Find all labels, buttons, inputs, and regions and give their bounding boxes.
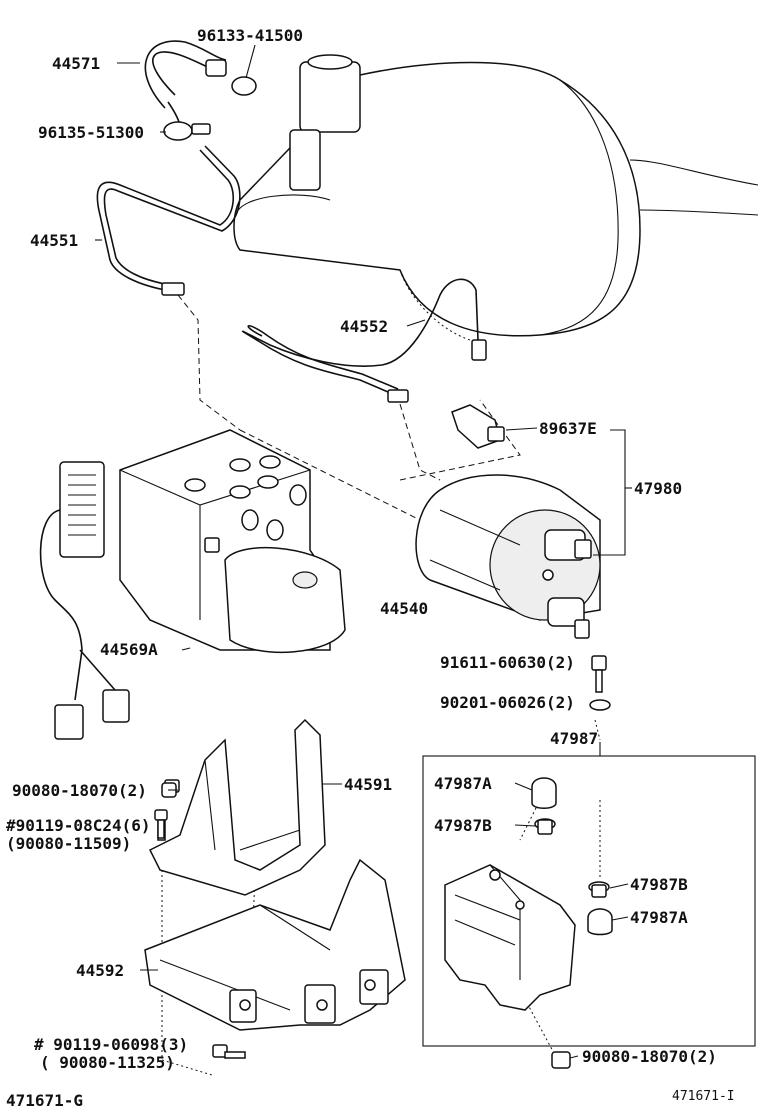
bracket-kit-47987-box — [422, 742, 756, 1047]
label-91611-60630: 91611-60630(2) — [440, 653, 575, 672]
bracket-44591 — [148, 718, 326, 896]
label-47987a-top: 47987A — [434, 774, 492, 793]
label-47980: 47980 — [634, 479, 682, 498]
leader-lines — [95, 44, 632, 1059]
label-89637e: 89637E — [539, 419, 597, 438]
bracket-47987-illustration — [444, 864, 576, 1011]
label-90080-18070-left: 90080-18070(2) — [12, 781, 147, 800]
figure-id-left: 471671-G — [6, 1091, 83, 1110]
wire-harness-44569a — [39, 461, 130, 740]
washer-90201 — [589, 699, 611, 711]
label-47987b-top: 47987B — [434, 816, 492, 835]
cushion-47987a-top — [531, 777, 557, 809]
tube-44551 — [96, 145, 241, 296]
label-47987: 47987 — [550, 729, 598, 748]
bolt-90119-08c24 — [154, 809, 168, 839]
clamp-96133 — [205, 59, 257, 96]
label-90080-18070-right: 90080-18070(2) — [582, 1047, 717, 1066]
label-44552: 44552 — [340, 317, 388, 336]
bolt-90119-06098 — [212, 1044, 246, 1059]
nut-90080-18070-right — [551, 1051, 571, 1069]
bracket-44592 — [144, 858, 406, 1031]
collar-47987b-top — [534, 818, 556, 835]
collar-47987b-right — [588, 881, 610, 898]
clamp-96135 — [163, 121, 211, 141]
label-96133-41500: 96133-41500 — [197, 26, 303, 45]
label-44592: 44592 — [76, 961, 124, 980]
label-90201-06026: 90201-06026(2) — [440, 693, 575, 712]
brake-booster-illustration — [233, 54, 759, 341]
label-44569a: 44569A — [100, 640, 158, 659]
connection-lines — [161, 294, 601, 1076]
label-96135-51300: 96135-51300 — [38, 123, 144, 142]
hose-44571 — [144, 40, 227, 126]
label-44551: 44551 — [30, 231, 78, 250]
label-90119-08c24: #90119-08C24(6) — [6, 816, 151, 835]
figure-id-right: 471671-I — [672, 1089, 735, 1104]
tube-44552 — [241, 278, 487, 403]
pump-assembly-47980 — [415, 474, 601, 639]
label-44571: 44571 — [52, 54, 100, 73]
label-44540: 44540 — [380, 599, 428, 618]
label-90080-11325: ( 90080-11325) — [40, 1053, 175, 1072]
bolt-91611 — [591, 655, 607, 693]
cushion-47987a-right — [587, 908, 613, 936]
sensor-89637e — [451, 404, 505, 449]
abs-actuator-44540 — [119, 429, 346, 654]
label-47987a-right: 47987A — [630, 908, 688, 927]
label-90080-11509: (90080-11509) — [6, 834, 131, 853]
part-labels: 44571 96133-41500 96135-51300 44551 4455… — [6, 26, 735, 1110]
label-90119-06098: # 90119-06098(3) — [34, 1035, 188, 1054]
label-47987b-right: 47987B — [630, 875, 688, 894]
label-44591: 44591 — [344, 775, 392, 794]
